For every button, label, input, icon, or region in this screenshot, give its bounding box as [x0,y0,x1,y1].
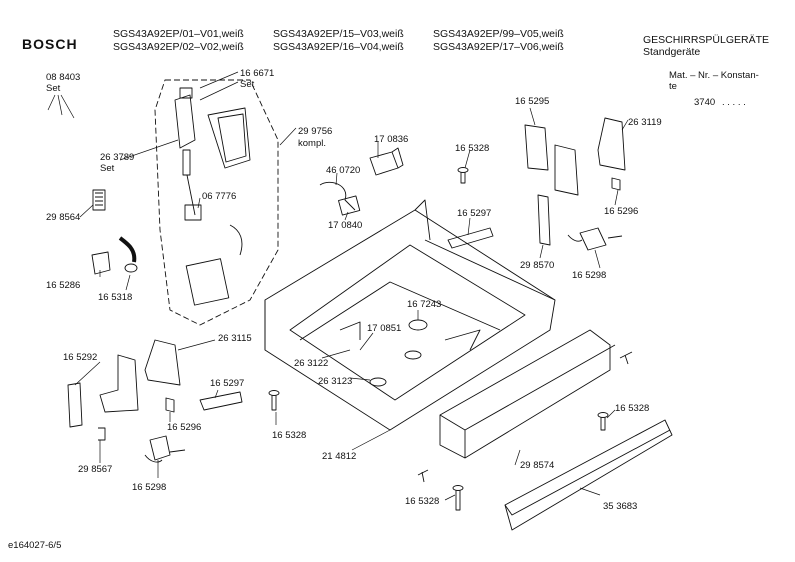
bracket-right [524,117,626,251]
label-298567: 29 8567 [78,464,113,475]
subcategory: Standgeräte [643,46,701,58]
label-263119: 26 3119 [628,117,662,128]
label-460720: 46 0720 [326,165,361,176]
label-263789: 26 3789 [100,152,135,163]
rail-right [447,227,494,249]
mat-label-1: Mat. – Nr. – Konstan- [669,70,759,81]
label-263123: 26 3123 [318,376,353,387]
model-3: SGS43A92EP/15–V03,weiß [273,28,404,40]
model-5: SGS43A92EP/99–V05,weiß [433,28,564,40]
label-kompl: kompl. [298,138,326,149]
label-165296-left: 16 5296 [167,422,202,433]
cable [319,181,361,216]
mat-value: 3740 [694,97,716,108]
label-165328-bottom: 16 5328 [405,496,440,507]
label-298570: 29 8570 [520,260,555,271]
label-set-3: Set [100,163,115,174]
set-outline [154,79,279,326]
label-170840: 17 0840 [328,220,363,231]
label-165297-left: 16 5297 [210,378,245,389]
label-170836: 17 0836 [374,134,409,145]
brand-logo: BOSCH [22,36,78,52]
label-165296-right: 16 5296 [604,206,639,217]
label-165292: 16 5292 [63,352,98,363]
kick-plate [504,419,673,531]
small-screw [619,351,633,365]
label-165328-mid: 16 5328 [272,430,307,441]
rail-left [199,391,243,411]
label-067776: 06 7776 [202,191,237,202]
label-165318: 16 5318 [98,292,133,303]
label-set-1: Set [46,83,61,94]
connector [369,147,404,176]
label-165298-right: 16 5298 [572,270,607,281]
label-167243: 16 7243 [407,299,442,310]
label-165297-right: 16 5297 [457,208,492,219]
small-screw-2 [417,469,429,483]
base-tub [264,199,556,431]
label-165298-left: 16 5298 [132,482,167,493]
label-165295: 16 5295 [515,96,550,107]
label-263115: 26 3115 [218,333,252,344]
pump-assembly [174,87,251,306]
label-165328-top: 16 5328 [455,143,490,154]
model-4: SGS43A92EP/16–V04,weiß [273,41,404,53]
model-2: SGS43A92EP/02–V02,weiß [113,41,244,53]
label-088403: 08 8403 [46,72,81,83]
mat-dots: . . . . . [722,97,746,108]
label-298574: 29 8574 [520,460,555,471]
label-263122: 26 3122 [294,358,329,369]
label-298564: 29 8564 [46,212,81,223]
category: GESCHIRRSPÜLGERÄTE [643,34,770,46]
front-panel [439,329,616,459]
screw-top [457,167,469,184]
screw-right [597,412,609,431]
model-6: SGS43A92EP/17–V06,weiß [433,41,564,53]
label-set-2: Set [240,79,255,90]
spring-hose [91,189,138,275]
label-165328-right: 16 5328 [615,403,650,414]
drawing-code: e164027-6/5 [8,540,62,551]
screw-mid [268,390,280,411]
label-165286: 16 5286 [46,280,81,291]
mat-label-2: te [669,81,677,92]
label-214812: 21 4812 [322,451,357,462]
leader-lines [47,71,629,501]
bracket-left [67,339,186,463]
model-1: SGS43A92EP/01–V01,weiß [113,28,244,40]
label-353683: 35 3683 [603,501,638,512]
label-166671: 16 6671 [240,68,275,79]
label-299756: 29 9756 [298,126,333,137]
screw-bottom [452,485,464,511]
label-170851: 17 0851 [367,323,402,334]
